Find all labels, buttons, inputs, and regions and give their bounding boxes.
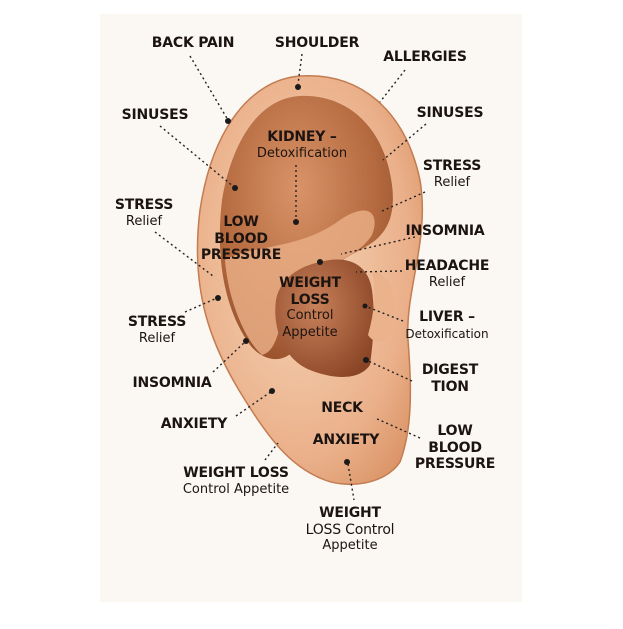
label-neck: NECK [321,400,363,416]
label-kidney: KIDNEY –Detoxification [256,129,348,161]
label-liver: LIVER –Detoxification [405,309,489,341]
concha [275,259,374,377]
label-sinuses-left: SINUSES [121,107,189,123]
label-insomnia-left: INSOMNIA [132,375,212,391]
tragus [368,270,396,342]
label-anxiety-left: ANXIETY [160,416,228,432]
label-shoulder: SHOULDER [274,35,360,51]
leader-lines [154,53,427,501]
acupoint-dots [215,84,369,465]
label-sinuses-right: SINUSES [416,105,484,121]
label-insomnia-right: INSOMNIA [405,223,485,239]
label-anxiety-lobe: ANXIETY [312,432,380,448]
label-allergies: ALLERGIES [383,49,467,65]
label-back-pain: BACK PAIN [151,35,235,51]
